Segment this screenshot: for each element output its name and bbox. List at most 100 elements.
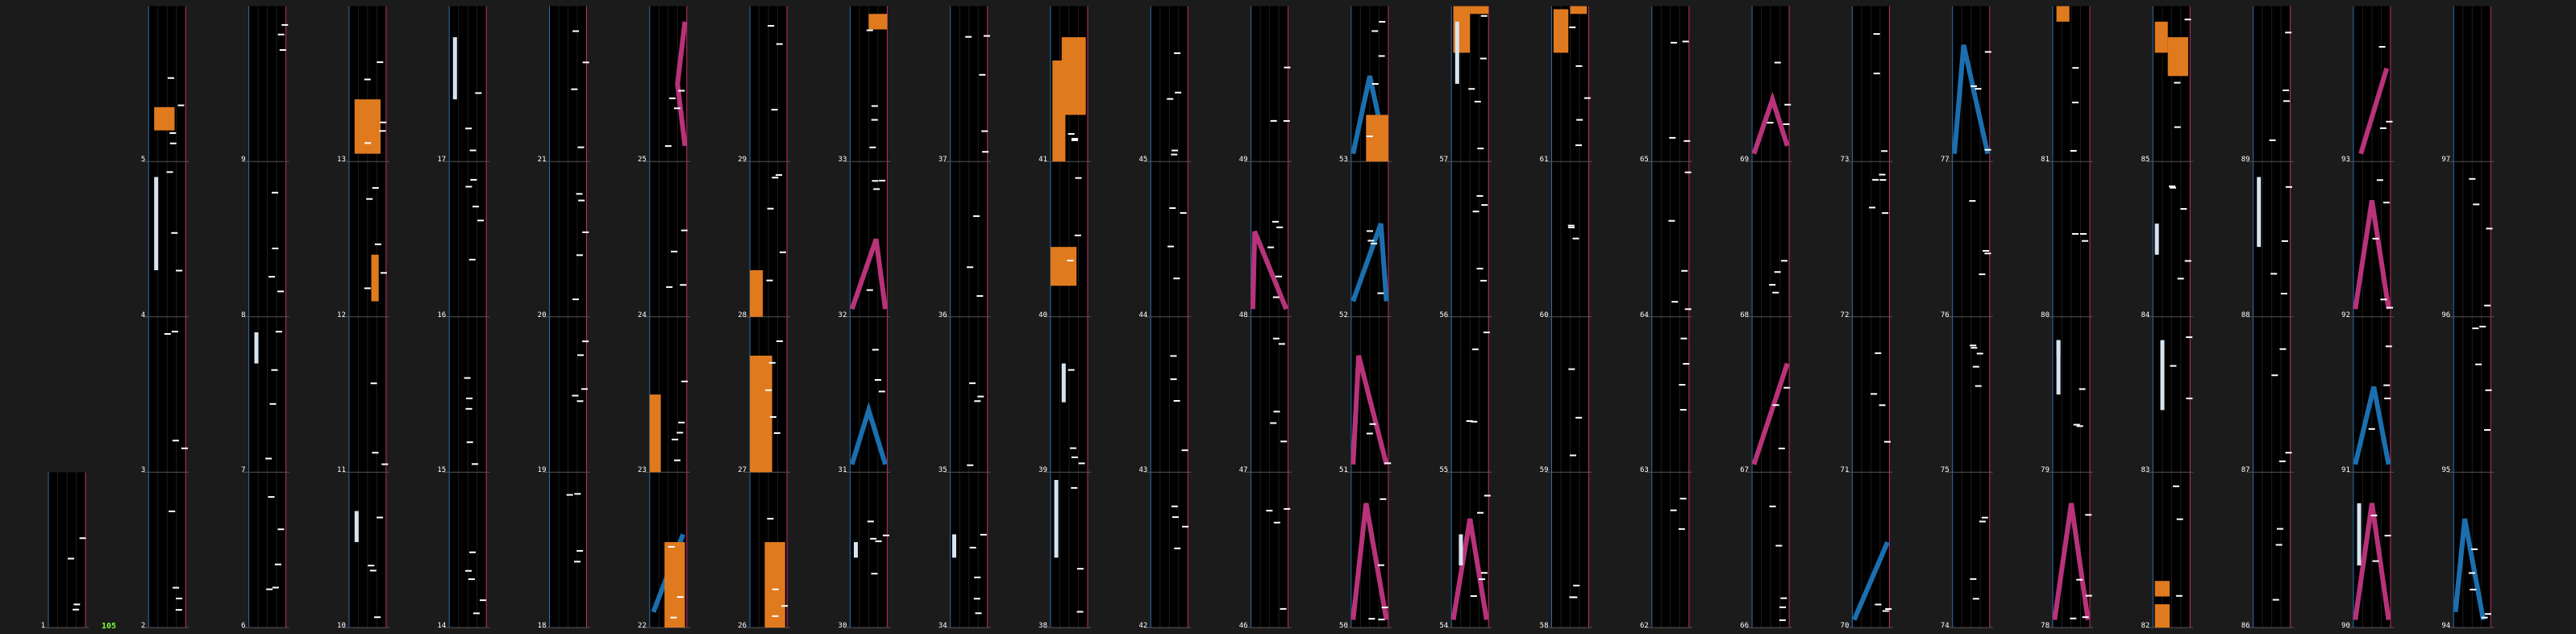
tap-note [1572,237,1579,240]
tap-note [1873,33,1880,35]
tap-note [1476,194,1484,197]
tap-note [381,463,389,465]
tap-note [1970,578,1977,580]
tap-note [979,73,986,76]
measure-number: 17 [437,156,447,165]
tap-note [465,127,472,130]
tap-note [2271,374,2278,377]
tap-note [574,561,581,563]
measure-number: 4 [140,311,146,319]
hold-note [452,37,457,100]
tap-note [2468,572,2475,574]
tap-note [1480,15,1488,17]
blue-slide-note [1952,44,1991,155]
tap-note [479,599,486,602]
tap-note [571,88,578,90]
tap-note [1573,584,1580,586]
tap-note [1371,83,1379,86]
measure-number: 95 [2441,466,2451,475]
tap-note [369,569,377,572]
tap-note [2486,227,2493,230]
measure-number: 59 [1539,466,1549,475]
hold-note-orange [1051,247,1077,286]
hold-note-orange [868,14,888,30]
pink-slide-note [2052,503,2091,620]
tap-note [2283,100,2290,102]
tap-note [277,33,285,35]
tap-note [372,186,379,189]
tap-note [272,248,279,250]
measure-number: 93 [2341,156,2350,165]
tap-note [2170,186,2177,189]
tap-note [374,243,381,245]
tap-note [1378,619,1385,621]
tap-note [773,432,780,434]
hold-note [854,542,858,558]
tap-note [866,289,873,291]
tap-note [671,250,678,252]
measure-number: 28 [738,311,747,319]
tap-note [2085,514,2092,516]
tap-note [472,463,479,465]
measure-number: 84 [2141,311,2150,319]
tap-note [364,142,372,144]
tap-note [1272,296,1280,298]
tap-note [771,108,778,111]
tap-note [2180,207,2187,210]
tap-note [469,149,476,152]
tap-note [1368,618,1375,620]
tap-note [265,457,273,460]
measure-number: 62 [1639,622,1649,630]
tap-note [765,389,772,391]
tap-note [870,537,877,540]
measure-number: 42 [1138,622,1148,630]
tap-note [1381,607,1388,609]
tap-note [678,90,685,92]
measure-number: 85 [2141,156,2150,165]
tap-note [370,382,377,385]
measure-number: 77 [1940,156,1950,165]
hold-note-orange [1570,6,1588,15]
measure-number: 22 [637,622,647,630]
measure-number: 11 [337,466,346,475]
measure-number: 73 [1840,156,1850,165]
tap-note [1480,572,1488,574]
tap-note [1779,606,1787,608]
tap-note [1668,219,1675,222]
tap-note [875,540,882,543]
tap-note [2485,389,2492,391]
tap-note [1568,226,1575,228]
tap-note [1568,368,1575,370]
tap-note [872,180,879,182]
tap-note [1174,547,1181,549]
tap-note [2383,384,2391,386]
tap-note [768,25,775,27]
tap-note [68,557,75,560]
measure-number: 52 [1339,311,1348,319]
tap-note [1976,352,1983,355]
tap-note [1267,246,1275,248]
tap-note [1772,291,1779,294]
tap-note [176,269,183,272]
measure-number: 20 [537,311,547,319]
tap-note [1480,279,1488,282]
tap-note [2475,363,2482,365]
tap-note [974,400,981,403]
tap-note [1067,369,1075,371]
tap-note [1468,88,1475,90]
tap-note [2272,599,2279,601]
tap-note [1377,292,1384,294]
tap-note [1879,173,1886,176]
tap-note [2372,560,2379,562]
tap-note [268,276,276,278]
tap-note [670,616,677,619]
tap-note [2269,139,2276,141]
tap-note [1167,98,1174,100]
tap-note [1681,269,1688,272]
tap-note [2376,179,2383,181]
tap-note [1781,260,1788,262]
tap-note [1778,447,1785,449]
tap-note [1173,277,1180,280]
tap-note [878,390,885,393]
tap-note [1182,525,1189,528]
